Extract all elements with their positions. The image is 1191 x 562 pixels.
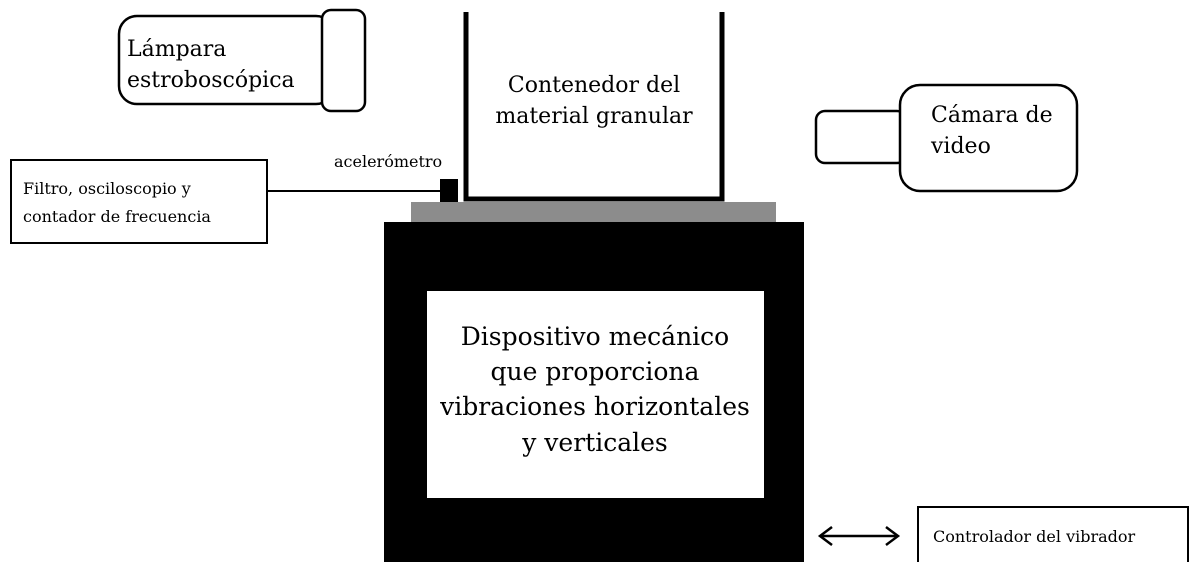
- device-label-line1: Dispositivo mecánico: [461, 322, 729, 351]
- controller-box-frame: [917, 506, 1189, 562]
- camera-body: [898, 83, 1079, 193]
- container-label-line2: material granular: [495, 104, 693, 129]
- accelerometer: acelerómetro: [334, 152, 458, 203]
- accelerometer-sensor: [440, 179, 458, 203]
- lamp-head: [320, 8, 367, 113]
- camera-label-line2: video: [930, 134, 991, 159]
- controller-label: Controlador del vibrador: [933, 527, 1136, 546]
- filter-box-line1: Filtro, osciloscopio y: [23, 179, 191, 198]
- device-label-panel: [427, 291, 764, 498]
- stroboscopic-lamp: Lámpara estroboscópica: [117, 8, 367, 113]
- container-label-line1: Contenedor del: [508, 73, 680, 98]
- granular-container: Contenedor del material granular: [463, 12, 725, 202]
- lamp-label-line2: estroboscópica: [127, 68, 295, 93]
- double-arrow-icon: [817, 526, 901, 546]
- vibrator-controller-box: Controlador del vibrador: [917, 506, 1189, 562]
- vibrating-platform: [411, 202, 776, 222]
- mechanical-device: Dispositivo mecánico que proporciona vib…: [384, 222, 804, 562]
- lamp-label-line1: Lámpara: [127, 37, 226, 62]
- camera-lens: [814, 109, 908, 165]
- device-label-line3: vibraciones horizontales: [439, 392, 750, 421]
- device-label-line4: y verticales: [521, 428, 668, 457]
- container-walls: [463, 12, 725, 202]
- camera-label-line1: Cámara de: [931, 103, 1053, 128]
- accelerometer-label: acelerómetro: [334, 152, 442, 171]
- filter-oscilloscope-box: Filtro, osciloscopio y contador de frecu…: [10, 159, 268, 244]
- video-camera: Cámara de video: [814, 83, 1079, 193]
- device-label-line2: que proporciona: [491, 357, 700, 386]
- filter-box-line2: contador de frecuencia: [23, 207, 211, 226]
- filter-box-frame: [10, 159, 268, 244]
